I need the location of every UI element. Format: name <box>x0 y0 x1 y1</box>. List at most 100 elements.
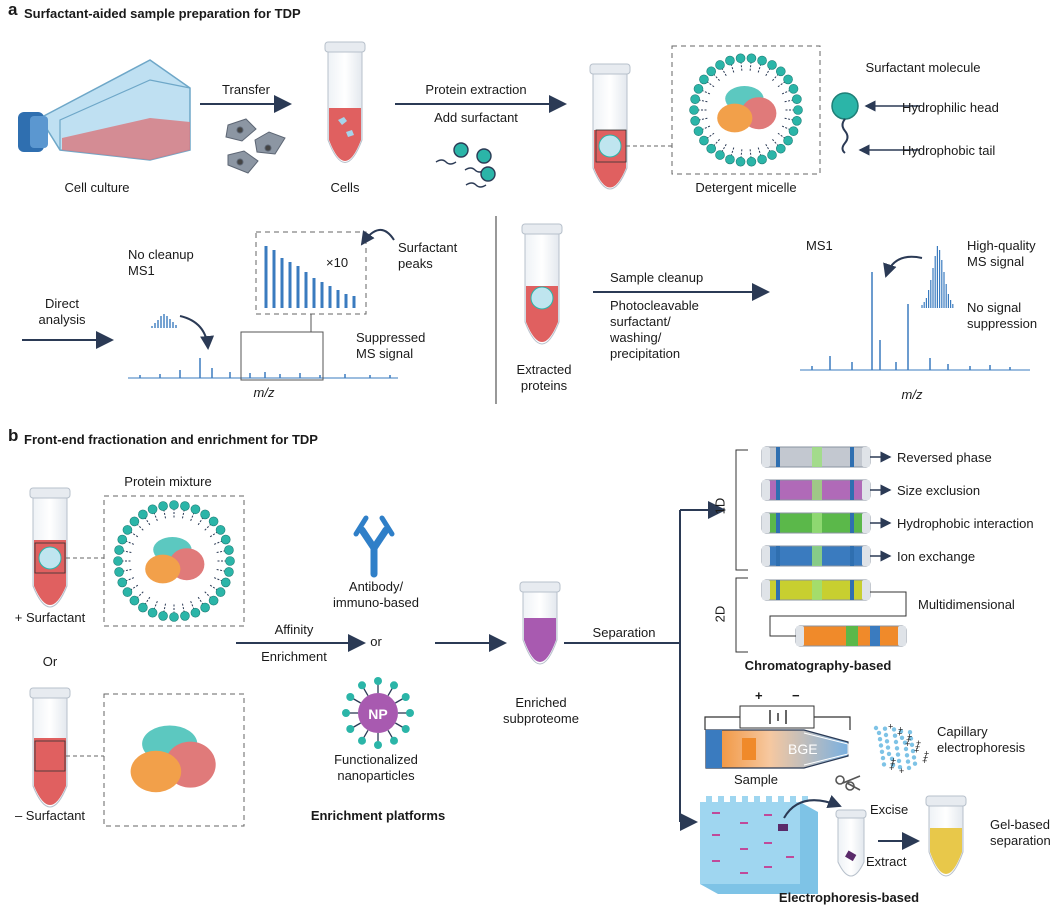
svg-text:+: + <box>898 725 903 735</box>
minus-surfactant-label: – Surfactant <box>14 808 86 823</box>
hydrophilic-head-label: Hydrophilic head <box>902 100 999 115</box>
capillary-line1: Capillary <box>937 724 988 739</box>
ms1-right-label: MS1 <box>806 238 833 253</box>
protein-mixture-micelle <box>113 500 235 622</box>
gel-bands <box>712 812 794 874</box>
surfactant-peaks-arrow <box>360 229 395 246</box>
transfer-label: Transfer <box>222 82 270 97</box>
svg-text:+: + <box>905 739 910 749</box>
separation-label: Separation <box>592 625 656 640</box>
nanoparticle-icon <box>342 677 414 749</box>
extract-label: Extract <box>866 854 907 869</box>
panel-b-letter: b <box>8 426 19 445</box>
plus-surfactant-label: + Surfactant <box>14 610 86 625</box>
svg-text:+: + <box>891 755 896 765</box>
column-label-size: Size exclusion <box>897 483 981 498</box>
cells-tube <box>324 41 366 163</box>
no-suppression-line1: No signal <box>967 300 1022 315</box>
cells-label: Cells <box>330 180 360 195</box>
gel-slab <box>700 796 818 894</box>
cleanup-line2: surfactant/ <box>610 314 671 329</box>
capillary-line2: electrophoresis <box>937 740 1026 755</box>
gel-based-line2: separation <box>990 833 1050 848</box>
svg-text:+: + <box>889 763 894 773</box>
capillary-electrophoresis-diagram <box>704 705 851 769</box>
high-quality-line2: MS signal <box>967 254 1025 269</box>
panel-b-title: Front-end fractionation and enrichment f… <box>24 432 318 447</box>
hydrophobic-tail-label: Hydrophobic tail <box>902 143 996 158</box>
detergent-micelle-icon <box>689 53 803 167</box>
small-envelope <box>151 314 177 328</box>
two-d-bracket <box>735 577 748 653</box>
cleanup-line4: precipitation <box>610 346 681 361</box>
hq-arrow <box>883 255 923 278</box>
envelope-to-spectrum-arrow <box>179 315 215 350</box>
no-suppression-line2: suppression <box>967 316 1038 331</box>
svg-text:+: + <box>915 742 920 752</box>
antibody-line1: Antibody/ <box>348 579 404 594</box>
detergent-micelle-label: Detergent micelle <box>695 180 797 195</box>
panel-a-letter: a <box>8 0 18 19</box>
svg-text:+: + <box>906 735 911 745</box>
cleanup-line1: Photocleavable <box>610 298 699 313</box>
one-d-bracket <box>735 449 748 571</box>
extracted-proteins-tube <box>521 223 563 345</box>
enriched-line2: subproteome <box>503 711 579 726</box>
chromatography-label: Chromatography-based <box>744 658 892 673</box>
suppressed-region-box <box>240 331 324 381</box>
scissors-icon <box>835 775 861 791</box>
svg-text:+: + <box>890 759 895 769</box>
enriched-line1: Enriched <box>515 695 567 710</box>
enrichment-platforms-label: Enrichment platforms <box>310 808 446 823</box>
svg-text:+: + <box>888 722 893 732</box>
sample-label: Sample <box>733 772 779 787</box>
excise-arrow <box>783 795 842 819</box>
bge-label: BGE <box>788 741 818 757</box>
surfactant-molecule-diagram <box>831 92 920 156</box>
plus-surfactant-tube <box>29 487 71 608</box>
extracted-proteins-line1: Extracted <box>516 362 572 377</box>
multidimensional-label: Multidimensional <box>918 597 1015 612</box>
panel-a-title: Surfactant-aided sample preparation for … <box>24 6 301 21</box>
sample-cleanup-label: Sample cleanup <box>610 270 704 285</box>
surfactant-molecules-icon <box>435 142 496 188</box>
svg-text:+: + <box>924 749 929 759</box>
clean-spectrum <box>800 272 1030 371</box>
detergent-micelle-box <box>671 45 821 175</box>
nanoparticles-line2: nanoparticles <box>337 768 415 783</box>
column-label-hydrophobic: Hydrophobic interaction <box>897 516 1034 531</box>
suppressed-line2: MS signal <box>356 346 414 361</box>
chromatography-columns <box>761 446 907 647</box>
electrophoresis-label: Electrophoresis-based <box>778 890 920 905</box>
aggregated-proteins-icon <box>130 725 216 793</box>
svg-text:+: + <box>914 746 919 756</box>
no-cleanup-label: No cleanup <box>128 247 194 262</box>
svg-text:+: + <box>899 766 904 776</box>
or-left-label: Or <box>42 654 58 669</box>
cells-icon <box>225 118 286 174</box>
svg-text:+: + <box>922 756 927 766</box>
mz-left-label: m/z <box>253 385 275 400</box>
suppressed-spectrum <box>128 358 398 379</box>
cleanup-line3: washing/ <box>610 330 662 345</box>
two-d-label: 2D <box>712 605 728 623</box>
or-mid-label: or <box>370 634 382 649</box>
plus-sign-label: + <box>755 688 763 703</box>
cell-culture-flask <box>18 59 191 161</box>
excise-tube <box>835 809 867 877</box>
svg-text:+: + <box>907 731 912 741</box>
affinity-label: Affinity <box>274 622 314 637</box>
mz-right-label: m/z <box>901 387 923 402</box>
antibody-line2: immuno-based <box>333 595 419 610</box>
enriched-tube <box>519 581 561 665</box>
excise-label: Excise <box>870 802 909 817</box>
surfactant-peaks-line1: Surfactant <box>398 240 458 255</box>
svg-text:+: + <box>897 728 902 738</box>
minus-surfactant-tube <box>29 687 71 808</box>
column-label-reversed: Reversed phase <box>897 450 992 465</box>
suppressed-line1: Suppressed <box>356 330 426 345</box>
gel-based-line1: Gel-based <box>990 817 1050 832</box>
direct-analysis-line2: analysis <box>38 312 86 327</box>
svg-text:+: + <box>923 752 928 762</box>
nanoparticles-line1: Functionalized <box>334 752 418 767</box>
